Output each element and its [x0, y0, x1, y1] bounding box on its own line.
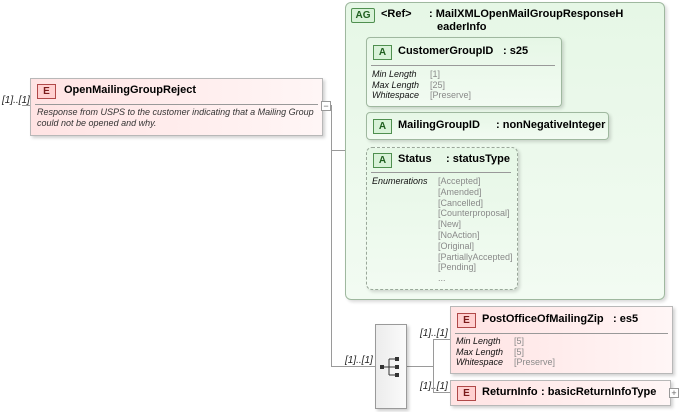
facet-value: [Preserve] — [514, 357, 556, 368]
element-badge: E — [457, 386, 476, 401]
root-element-description: Response from USPS to the customer indic… — [37, 107, 314, 128]
facet-value: [25] — [430, 79, 446, 90]
attribute-separator — [371, 65, 555, 66]
enum-value: [Original] — [438, 240, 475, 251]
facet-value: [5] — [514, 346, 525, 357]
connector-seq-vertical — [433, 339, 434, 393]
connector-seq-child-2 — [433, 392, 450, 393]
root-collapse-toggle[interactable]: − — [321, 101, 331, 111]
element-return-info[interactable]: E ReturnInfo : basicReturnInfoType — [450, 380, 671, 406]
connector-seq-out — [405, 366, 433, 367]
attribute-customer-group-id[interactable]: A CustomerGroupID : s25 Min Length [1] M… — [366, 37, 562, 107]
return-info-expand-toggle[interactable]: + — [669, 388, 679, 398]
facet-key: Max Length — [456, 346, 504, 357]
attribute-type: : nonNegativeInteger — [496, 119, 606, 131]
attribute-status[interactable]: A Status : statusType Enumerations [Acce… — [366, 147, 518, 290]
attribute-group-name-line2: eaderInfo — [437, 21, 487, 33]
facet-key: Max Length — [372, 79, 420, 90]
sequence-multiplicity: [1]..[1] — [345, 355, 373, 366]
attribute-badge: A — [373, 119, 392, 134]
child-multiplicity: [1]..[1] — [420, 328, 448, 339]
connector-root-to-seq — [331, 366, 375, 367]
enum-value: [NoAction] — [438, 230, 480, 240]
attribute-group-box[interactable]: AG <Ref> : MailXMLOpenMailGroupResponseH… — [345, 2, 665, 300]
element-badge: E — [457, 313, 476, 328]
facet-key: Min Length — [456, 336, 501, 346]
attribute-type: : statusType — [446, 153, 510, 165]
facet-key: Whitespace — [456, 357, 504, 368]
attribute-separator — [371, 172, 511, 173]
root-multiplicity: [1]..[1] — [2, 95, 30, 106]
attribute-mailing-group-id[interactable]: A MailingGroupID : nonNegativeInteger — [366, 112, 609, 140]
enum-value: [Accepted] — [438, 176, 481, 186]
attribute-group-badge: AG — [351, 8, 375, 23]
sequence-icon — [380, 357, 399, 377]
root-element-name: OpenMailingGroupReject — [64, 84, 197, 96]
facet-value: [1] — [430, 69, 441, 79]
enum-value: [Pending] — [438, 262, 477, 273]
connector-root-to-ag — [331, 105, 332, 367]
enum-value: [Amended] — [438, 186, 482, 197]
element-name: ReturnInfo — [482, 386, 538, 398]
attribute-badge: A — [373, 45, 392, 60]
enumerations-label: Enumerations — [372, 176, 428, 186]
enum-value: ... — [438, 273, 446, 284]
enum-value: [Cancelled] — [438, 197, 484, 208]
attribute-group-ref: <Ref> — [381, 8, 412, 20]
root-separator — [35, 104, 318, 105]
connector-branch-ag — [331, 150, 345, 151]
element-badge: E — [37, 84, 56, 99]
facet-key: Whitespace — [372, 90, 420, 101]
enum-value: [New] — [438, 219, 462, 230]
element-type: : es5 — [613, 313, 639, 325]
root-element-box[interactable]: E OpenMailingGroupReject Response from U… — [30, 78, 323, 136]
attribute-badge: A — [373, 153, 392, 168]
element-separator — [455, 333, 668, 334]
child-multiplicity: [1]..[1] — [420, 381, 448, 392]
attribute-name: CustomerGroupID — [398, 45, 494, 57]
facet-value: [5] — [514, 336, 525, 346]
connector-seq-child-1 — [433, 339, 450, 340]
element-name: PostOfficeOfMailingZip — [482, 313, 604, 325]
enum-value: [Counterproposal] — [438, 208, 510, 219]
sequence-compositor[interactable] — [375, 324, 407, 409]
facet-value: [Preserve] — [430, 90, 472, 101]
element-type: : basicReturnInfoType — [541, 386, 657, 398]
enum-value: [PartiallyAccepted] — [438, 251, 513, 262]
attribute-group-name-line1: : MailXMLOpenMailGroupResponseH — [429, 8, 624, 20]
attribute-name: MailingGroupID — [398, 119, 480, 131]
facet-key: Min Length — [372, 69, 417, 79]
element-post-office-of-mailing-zip[interactable]: E PostOfficeOfMailingZip : es5 Min Lengt… — [450, 306, 673, 374]
attribute-name: Status — [398, 153, 432, 165]
attribute-type: : s25 — [503, 45, 529, 57]
connector-root-in — [22, 105, 30, 106]
